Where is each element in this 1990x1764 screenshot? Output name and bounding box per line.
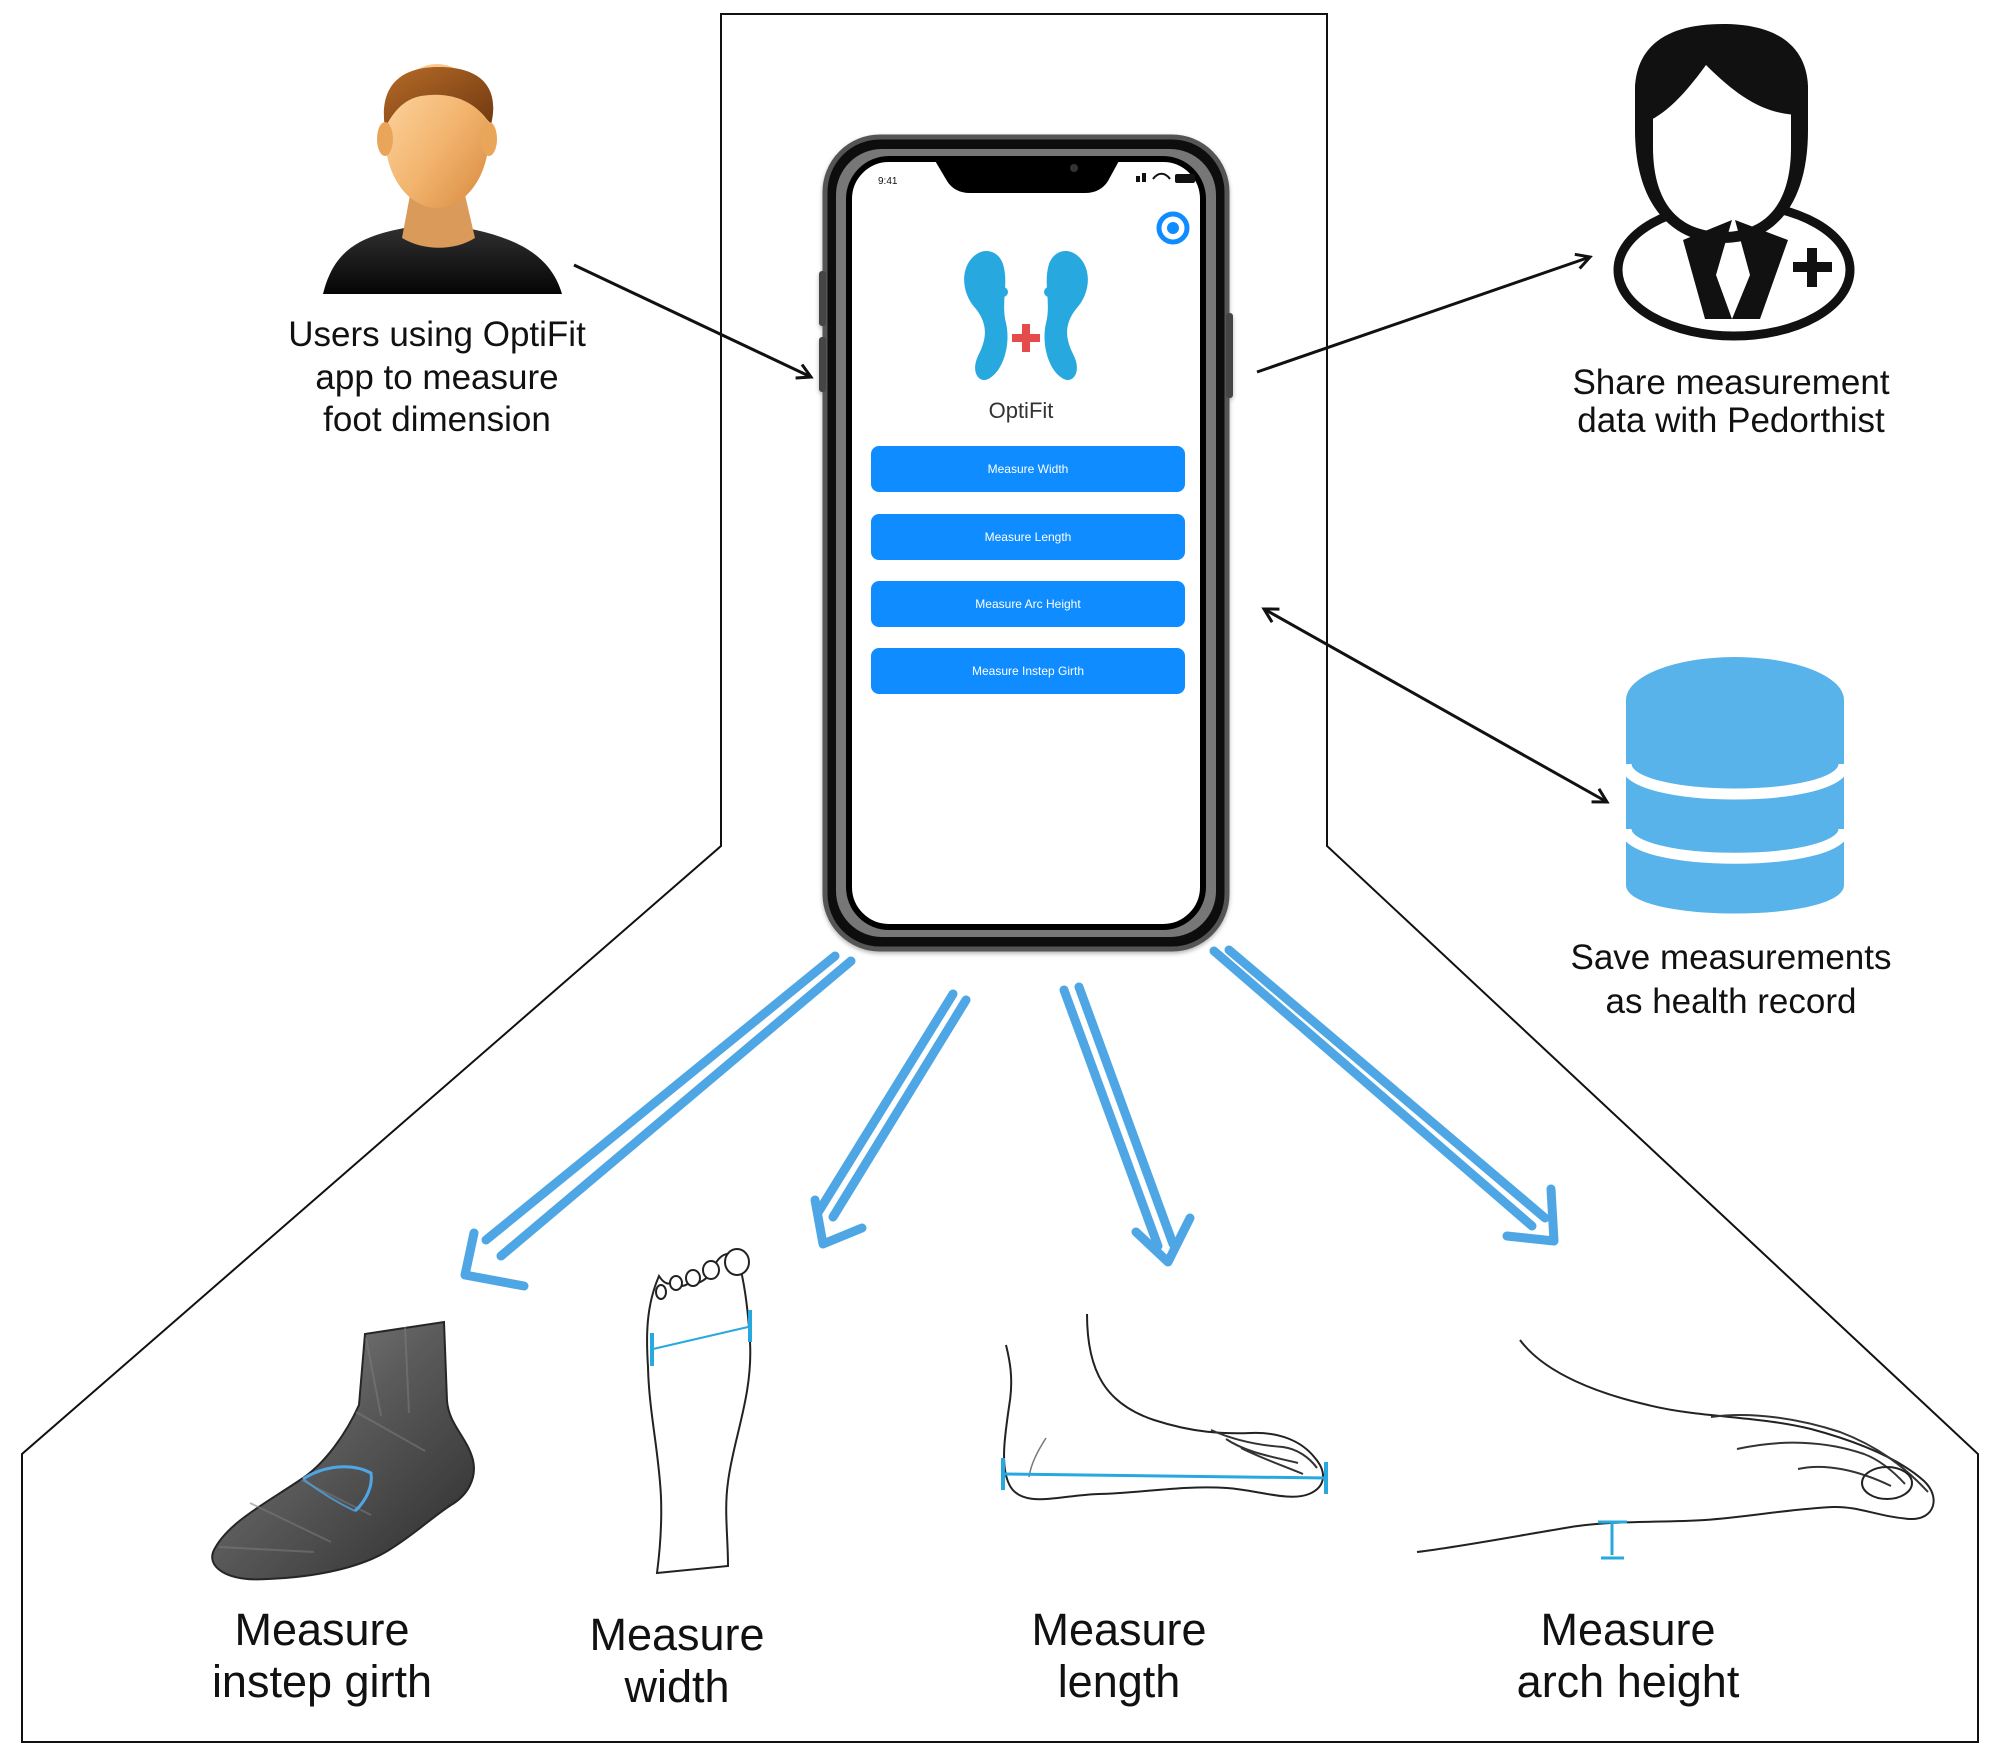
app-logo-feet-icon: [964, 250, 1088, 381]
measure-width-caption: Measure width: [589, 1609, 764, 1712]
measure-arch-height-line-2: arch height: [1517, 1656, 1740, 1707]
save-caption-line-1: Save measurements: [1571, 938, 1892, 977]
measure-length-line-2: length: [1058, 1656, 1181, 1707]
save-caption: Save measurements as health record: [1571, 938, 1892, 1021]
width-foot-image: [646, 1248, 752, 1575]
user-caption-line-3: foot dimension: [323, 400, 551, 439]
user-caption: Users using OptiFit app to measure foot …: [288, 315, 586, 439]
app-to-pedorthist-arrow: [1256, 257, 1590, 374]
measure-instep-girth-line-1: Measure: [234, 1604, 409, 1655]
measure-width-line-2: width: [623, 1661, 729, 1712]
instep-girth-foot-image: [211, 1320, 475, 1581]
user-caption-line-2: app to measure: [315, 358, 558, 397]
user-caption-line-1: Users using OptiFit: [288, 315, 586, 354]
share-caption: Share measurement data with Pedorthist: [1572, 363, 1889, 440]
share-caption-line-2: data with Pedorthist: [1577, 401, 1885, 440]
app-name: OptiFit: [989, 398, 1054, 423]
measure-width-button[interactable]: Measure Width: [871, 446, 1185, 492]
measure-length-line-1: Measure: [1031, 1604, 1206, 1655]
user-icon: [323, 64, 562, 294]
length-arrow-icon: [1059, 982, 1195, 1267]
measure-width-button-label: Measure Width: [988, 462, 1069, 476]
measure-instep-girth-caption: Measure instep girth: [212, 1604, 432, 1707]
user-to-app-arrow: [573, 263, 811, 377]
measure-width-line-1: Measure: [589, 1609, 764, 1660]
measure-arc-height-button[interactable]: Measure Arc Height: [871, 581, 1185, 627]
measure-instep-girth-line-2: instep girth: [212, 1656, 432, 1707]
pedorthist-icon: [1613, 24, 1855, 341]
measure-instep-girth-button[interactable]: Measure Instep Girth: [871, 648, 1185, 694]
arch-height-foot-image: [1416, 1339, 1935, 1560]
instep-arrow-icon: [460, 951, 856, 1291]
scene-frame: [21, 13, 1979, 1743]
phone-status-time: 9:41: [878, 176, 898, 187]
measure-arc-height-button-label: Measure Arc Height: [975, 597, 1081, 611]
app-database-sync-arrow: [1264, 609, 1607, 802]
phone-status-icons: [1136, 172, 1195, 183]
width-arrow-icon: [810, 989, 971, 1249]
database-icon: [1620, 657, 1850, 914]
measure-length-button[interactable]: Measure Length: [871, 514, 1185, 560]
measure-arch-height-caption: Measure arch height: [1517, 1604, 1740, 1707]
settings-icon[interactable]: [1156, 211, 1190, 245]
measure-length-button-label: Measure Length: [985, 530, 1072, 544]
length-foot-image: [1001, 1313, 1328, 1501]
measure-instep-girth-button-label: Measure Instep Girth: [972, 664, 1084, 678]
arch-arrow-icon: [1209, 945, 1559, 1246]
measure-arch-height-line-1: Measure: [1540, 1604, 1715, 1655]
share-caption-line-1: Share measurement: [1572, 363, 1889, 402]
measure-length-caption: Measure length: [1031, 1604, 1206, 1707]
save-caption-line-2: as health record: [1606, 982, 1857, 1021]
